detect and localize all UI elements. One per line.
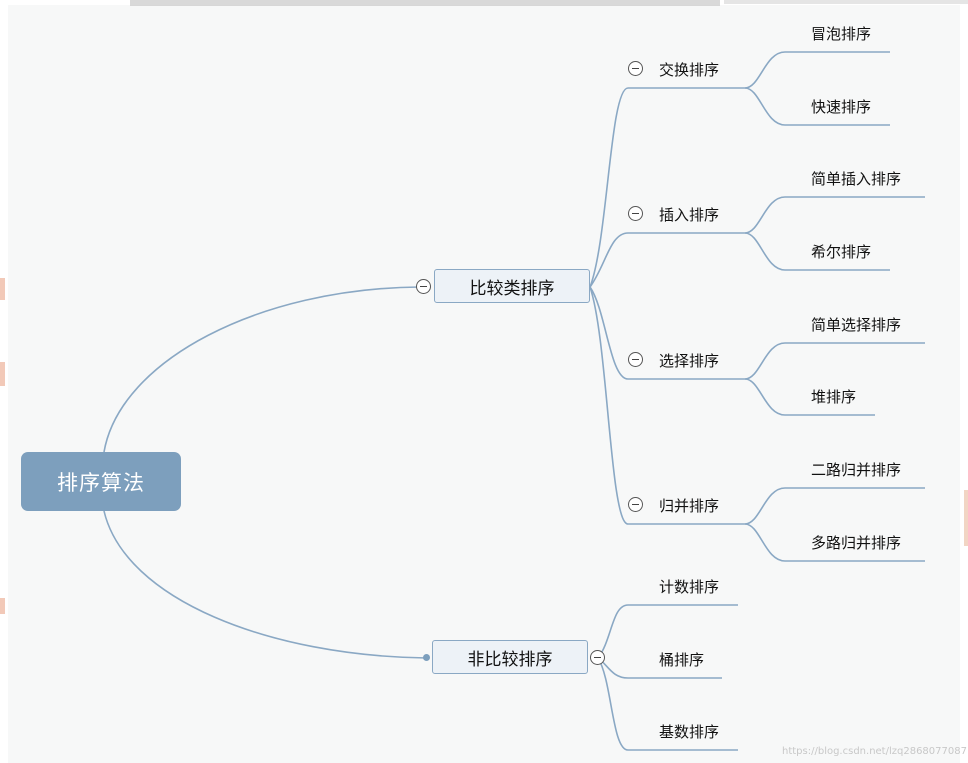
- leaf-node-simple-insertion-sort[interactable]: 简单插入排序: [811, 170, 902, 188]
- leaf-node-multi-way-merge-sort[interactable]: 多路归并排序: [811, 534, 902, 552]
- mindmap-canvas: [8, 5, 960, 763]
- collapse-toggle-icon[interactable]: [590, 650, 605, 665]
- cropped-header-strip: [724, 0, 968, 4]
- collapse-toggle-icon[interactable]: [628, 206, 643, 221]
- leaf-node-simple-selection-sort[interactable]: 简单选择排序: [811, 316, 902, 334]
- link-merge-two: [744, 487, 925, 525]
- collapse-toggle-icon[interactable]: [416, 279, 431, 294]
- leaf-node-two-way-merge-sort[interactable]: 二路归并排序: [811, 461, 902, 479]
- leaf-node-heap-sort[interactable]: 堆排序: [811, 388, 857, 406]
- leaf-node-quick-sort[interactable]: 快速排序: [811, 98, 872, 116]
- left-edge-artifact: [0, 278, 5, 300]
- collapse-toggle-icon[interactable]: [628, 497, 643, 512]
- link-comparison-merge: [589, 286, 745, 525]
- leaf-node-bucket-sort[interactable]: 桶排序: [659, 651, 705, 669]
- group-node-selection-sort[interactable]: 选择排序: [659, 352, 720, 370]
- collapse-toggle-icon[interactable]: [628, 61, 643, 76]
- link-comparison-insert: [589, 232, 745, 288]
- link-select-heap: [744, 378, 875, 416]
- link-swap-bubble: [744, 51, 890, 89]
- link-merge-multi: [744, 523, 925, 562]
- link-root-comparison: [103, 286, 421, 453]
- link-insert-simple: [744, 196, 925, 234]
- leaf-node-shell-sort[interactable]: 希尔排序: [811, 243, 872, 261]
- connector-dot: [423, 654, 430, 661]
- right-edge-artifact: [964, 490, 968, 546]
- group-node-swap-sort[interactable]: 交换排序: [659, 61, 720, 79]
- leaf-node-counting-sort[interactable]: 计数排序: [659, 578, 720, 596]
- link-select-simple: [744, 342, 925, 380]
- leaf-node-radix-sort[interactable]: 基数排序: [659, 723, 720, 741]
- left-edge-artifact: [0, 362, 5, 386]
- link-swap-quick: [744, 87, 890, 126]
- link-insert-shell: [744, 232, 890, 271]
- collapse-toggle-icon[interactable]: [628, 352, 643, 367]
- branch-node-comparison[interactable]: 比较类排序: [434, 269, 590, 303]
- group-node-merge-sort[interactable]: 归并排序: [659, 497, 720, 515]
- cropped-title-strip: [130, 0, 720, 6]
- root-node[interactable]: 排序算法: [21, 452, 181, 511]
- link-comparison-swap: [589, 87, 745, 288]
- leaf-node-bubble-sort[interactable]: 冒泡排序: [811, 25, 872, 43]
- left-edge-artifact: [0, 598, 5, 614]
- link-comparison-select: [589, 286, 745, 380]
- branch-node-non-comparison[interactable]: 非比较排序: [432, 640, 588, 674]
- link-noncomp-radix: [597, 657, 738, 751]
- watermark: https://blog.csdn.net/lzq2868077087: [782, 746, 967, 757]
- link-root-noncomparison: [103, 510, 428, 659]
- group-node-insertion-sort[interactable]: 插入排序: [659, 206, 720, 224]
